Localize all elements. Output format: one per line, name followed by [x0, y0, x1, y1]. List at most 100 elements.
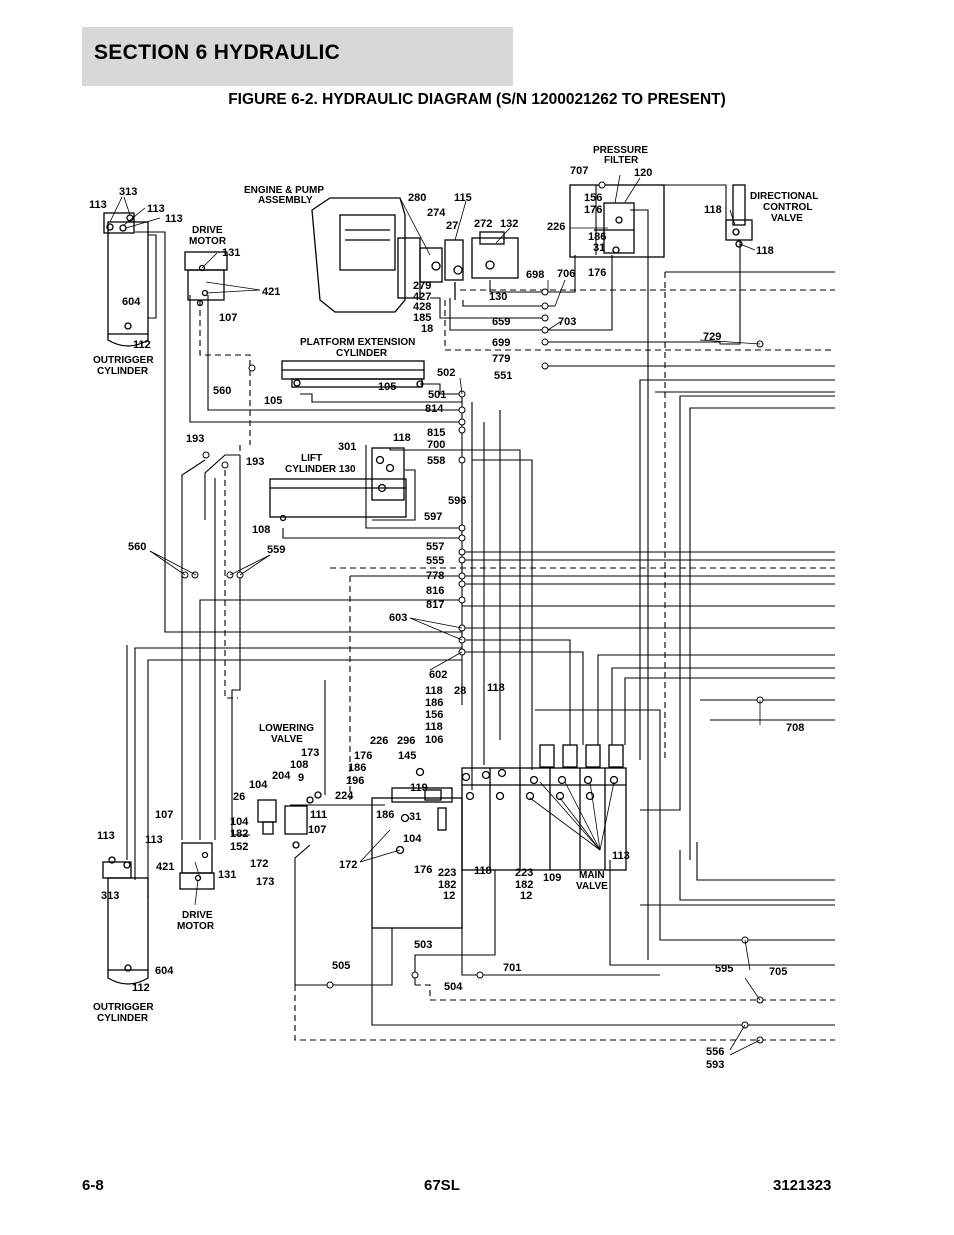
- part-label: 12: [443, 890, 455, 902]
- part-label: 120: [634, 167, 652, 179]
- part-label: 698: [526, 269, 544, 281]
- part-label: 131: [222, 247, 240, 259]
- part-label: 182: [438, 879, 456, 891]
- part-label: 556: [706, 1046, 724, 1058]
- part-label: 104: [230, 816, 249, 828]
- part-label: 130: [489, 291, 507, 303]
- part-label: 226: [547, 221, 565, 233]
- part-label: 112: [132, 982, 150, 994]
- part-label: 555: [426, 555, 444, 567]
- engine-pump-assembly: [311, 197, 519, 313]
- part-label: 503: [414, 939, 432, 951]
- part-label: 105: [378, 381, 396, 393]
- part-label: 156: [584, 192, 602, 204]
- part-label: 699: [492, 337, 510, 349]
- part-label: 118: [474, 865, 492, 877]
- part-label: 107: [308, 824, 326, 836]
- part-label: 9: [298, 772, 304, 784]
- lowering-valve-caption: LOWERING VALVE: [259, 723, 317, 745]
- part-label: 156: [425, 709, 443, 721]
- part-label: 173: [256, 876, 274, 888]
- part-label: 705: [769, 966, 787, 978]
- part-label: 186: [425, 697, 443, 709]
- part-label: 104: [249, 779, 268, 791]
- part-label: 186: [348, 762, 366, 774]
- outrigger-top-caption: OUTRIGGER CYLINDER: [93, 355, 156, 377]
- engine-pump-caption: ENGINE & PUMP ASSEMBLY: [244, 185, 327, 206]
- part-label: 815: [427, 427, 445, 439]
- part-label: 176: [584, 204, 602, 216]
- drive-motor-bottom: [179, 842, 215, 890]
- part-label: 272: [474, 218, 492, 230]
- part-label: 176: [354, 750, 372, 762]
- part-label: 27: [446, 220, 458, 232]
- part-label: 186: [588, 231, 606, 243]
- drive-motor-bottom-caption: DRIVE MOTOR: [177, 910, 215, 932]
- part-label: 421: [156, 861, 174, 873]
- outrigger-bottom-caption: OUTRIGGER CYLINDER: [93, 1002, 156, 1024]
- part-label: 31: [409, 811, 421, 823]
- part-label: 172: [339, 859, 357, 871]
- part-label: 145: [398, 750, 416, 762]
- part-label: 778: [426, 570, 444, 582]
- part-label: 118: [425, 685, 443, 697]
- part-label: 817: [426, 599, 444, 611]
- part-label: 182: [230, 828, 248, 840]
- part-label: 659: [492, 316, 510, 328]
- hose-connectors: [181, 181, 764, 1044]
- part-label: 707: [570, 165, 588, 177]
- part-label: 113: [165, 213, 183, 225]
- part-label: 602: [429, 669, 447, 681]
- platform-extension-caption: PLATFORM EXTENSION CYLINDER: [300, 337, 418, 359]
- part-label: 560: [128, 541, 146, 553]
- part-label: 173: [301, 747, 319, 759]
- lift-cylinder: [269, 447, 407, 522]
- part-label: 182: [515, 879, 533, 891]
- part-label: 113: [612, 850, 630, 862]
- part-label: 176: [414, 864, 432, 876]
- part-label: 313: [101, 890, 119, 902]
- part-label: 113: [89, 199, 107, 211]
- part-label: 31: [593, 242, 605, 254]
- part-label: 108: [290, 759, 308, 771]
- figure-title: FIGURE 6-2. HYDRAULIC DIAGRAM (S/N 12000…: [228, 91, 726, 108]
- outrigger-cylinder-bottom: [102, 856, 149, 985]
- part-label: 26: [233, 791, 245, 803]
- part-label: 428: [413, 301, 431, 313]
- footer-page-number: 6-8: [82, 1177, 104, 1194]
- part-label: 204: [272, 770, 291, 782]
- lift-cylinder-caption: LIFT CYLINDER 130: [285, 453, 356, 475]
- part-label: 814: [425, 403, 444, 415]
- leader-lines: [109, 174, 761, 1056]
- part-label: 132: [500, 218, 518, 230]
- part-label: 196: [346, 775, 364, 787]
- part-label: 152: [230, 841, 248, 853]
- part-label: 703: [558, 316, 576, 328]
- part-label: 176: [588, 267, 606, 279]
- part-label: 816: [426, 585, 444, 597]
- part-label: 106: [425, 734, 443, 746]
- part-label: 115: [454, 192, 472, 204]
- part-label: 501: [428, 389, 446, 401]
- part-label: 109: [543, 872, 561, 884]
- section-header-bar: SECTION 6 HYDRAULIC: [82, 27, 513, 86]
- part-label: 729: [703, 331, 721, 343]
- part-label: 28: [454, 685, 466, 697]
- part-label: 113: [97, 830, 115, 842]
- part-label: 557: [426, 541, 444, 553]
- part-label: 104: [403, 833, 422, 845]
- part-label: 226: [370, 735, 388, 747]
- footer-model: 67SL: [424, 1177, 460, 1194]
- footer-doc-number: 3121323: [773, 1177, 832, 1194]
- part-label: 701: [503, 962, 521, 974]
- part-label: 118: [756, 245, 774, 257]
- part-label: 274: [427, 207, 446, 219]
- directional-control-valve: [725, 184, 753, 248]
- part-label: 604: [155, 965, 174, 977]
- part-label: 105: [264, 395, 282, 407]
- part-label: 280: [408, 192, 426, 204]
- drain-lines: [199, 271, 835, 1041]
- part-label: 118: [487, 682, 505, 694]
- part-label: 597: [424, 511, 442, 523]
- part-label: 596: [448, 495, 466, 507]
